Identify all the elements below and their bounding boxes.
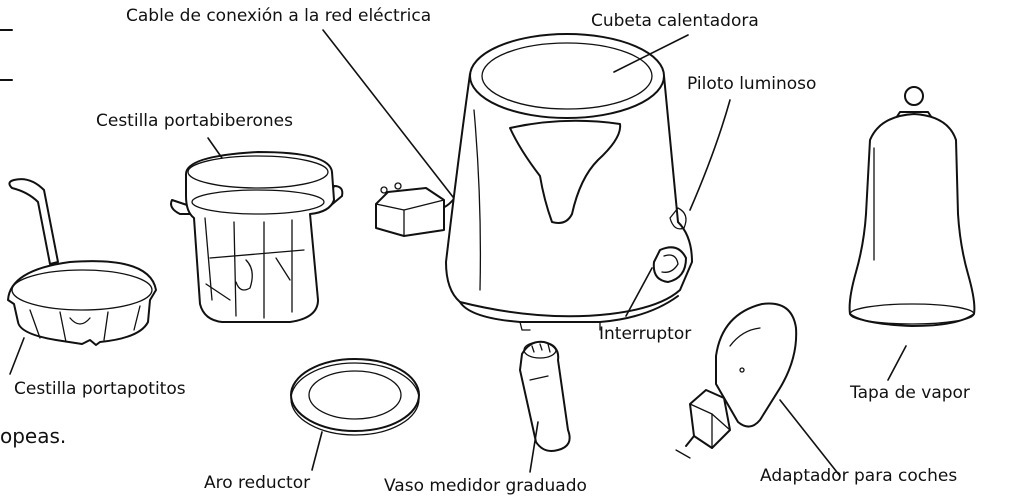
aro-reductor-drawing	[290, 358, 420, 436]
leader-lines	[9, 29, 907, 477]
label-piloto: Piloto luminoso	[687, 74, 817, 94]
label-vaso-medidor: Vaso medidor graduado	[384, 476, 587, 496]
cestilla-portapotitos-drawing	[7, 178, 157, 346]
cable-plug-drawing	[375, 182, 457, 237]
label-adaptador-coches: Adaptador para coches	[760, 466, 958, 486]
text-fragment-left: opeas.	[0, 424, 67, 448]
cestilla-portabiberones-drawing	[170, 151, 344, 323]
label-cestilla-portabiberones: Cestilla portabiberones	[96, 111, 293, 131]
edge-dashes	[0, 29, 13, 81]
vaso-medidor-drawing	[519, 340, 571, 452]
label-aro-reductor: Aro reductor	[204, 473, 311, 493]
tapa-vapor-drawing	[848, 86, 976, 327]
calentador-body-drawing	[445, 33, 693, 331]
adaptador-coche-drawing	[675, 302, 798, 459]
label-tapa-vapor: Tapa de vapor	[850, 383, 970, 403]
label-cestilla-portapotitos: Cestilla portapotitos	[14, 379, 186, 399]
label-interruptor: Interruptor	[599, 324, 692, 344]
label-cubeta: Cubeta calentadora	[591, 11, 759, 31]
label-cable: Cable de conexión a la red eléctrica	[126, 6, 432, 26]
